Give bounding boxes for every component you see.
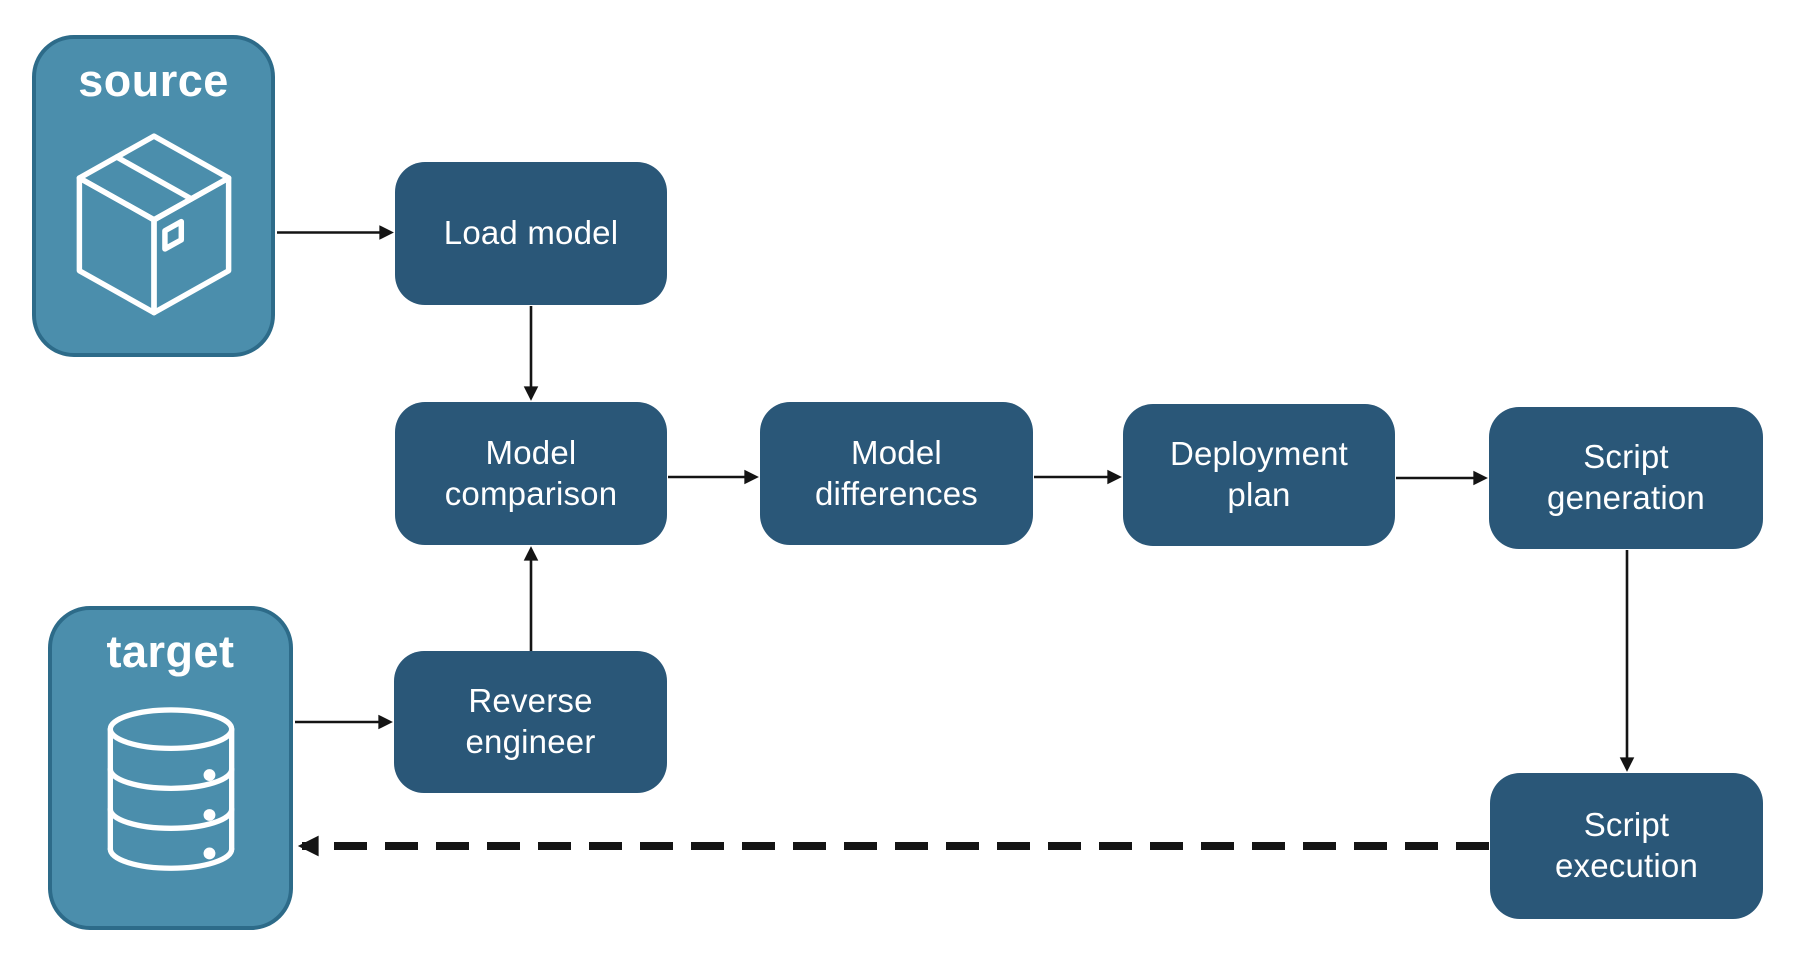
node-script-generation: Script generation xyxy=(1489,407,1763,549)
database-icon xyxy=(107,707,234,871)
source-label: source xyxy=(78,55,229,106)
node-load-model: Load model xyxy=(395,162,667,305)
node-label-line: engineer xyxy=(465,723,596,760)
node-reverse-engineer: Reverse engineer xyxy=(394,651,667,793)
node-label-line: differences xyxy=(814,474,979,512)
node-label-line: Load model xyxy=(443,214,619,252)
node-label-line: Model xyxy=(485,433,577,471)
node-label-line: Model xyxy=(851,433,942,471)
package-icon xyxy=(76,133,231,316)
node-label-line: generation xyxy=(1547,479,1705,516)
node-label-line: execution xyxy=(1554,847,1699,884)
node-label-line: Script xyxy=(1583,438,1669,476)
node-label-line: comparison xyxy=(444,474,618,512)
node-target: target xyxy=(48,606,293,930)
node-label-line: Reverse xyxy=(468,682,593,720)
node-model-differences: Model differences xyxy=(760,402,1033,545)
node-model-comparison: Model comparison xyxy=(395,402,667,545)
node-label-line: Script xyxy=(1583,806,1670,844)
node-source: source xyxy=(32,35,275,357)
node-script-execution: Script execution xyxy=(1490,773,1763,919)
node-label-line: Deployment xyxy=(1169,435,1349,473)
node-label-line: plan xyxy=(1227,476,1291,513)
target-label: target xyxy=(106,626,235,677)
node-deployment-plan: Deployment plan xyxy=(1123,404,1395,546)
